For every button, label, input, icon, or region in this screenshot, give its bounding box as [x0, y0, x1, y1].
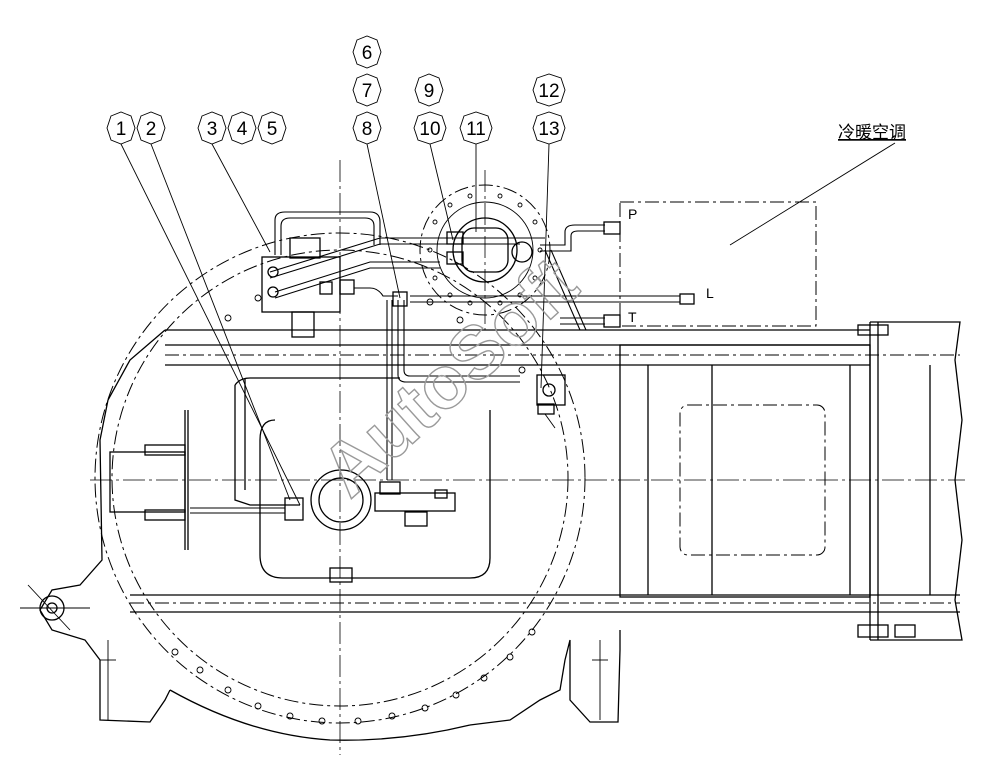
svg-text:9: 9 [424, 81, 435, 102]
svg-text:13: 13 [538, 119, 559, 140]
port-label-p: P [628, 206, 637, 222]
callout-11: 11 [459, 111, 493, 145]
svg-text:2: 2 [146, 119, 157, 140]
hydraulic-lines [269, 221, 695, 480]
callout-10: 10 [413, 111, 447, 145]
callout-12: 12 [532, 73, 566, 107]
svg-text:5: 5 [267, 119, 278, 140]
svg-text:10: 10 [419, 119, 440, 140]
callout-5: 5 [257, 111, 287, 145]
callout-9: 9 [414, 73, 444, 107]
callout-1: 1 [106, 111, 136, 145]
rotary-joint [419, 184, 551, 316]
callout-group: 1 2 3 4 5 6 7 8 [106, 35, 566, 145]
callout-2: 2 [136, 111, 166, 145]
central-housing [190, 377, 491, 583]
svg-text:11: 11 [466, 119, 486, 140]
valve-block [261, 211, 381, 338]
svg-text:1: 1 [116, 119, 127, 140]
callout-8: 8 [352, 111, 382, 145]
svg-text:6: 6 [362, 43, 373, 64]
ac-unit-box: P L T 冷暖空调 [619, 123, 906, 327]
callout-4: 4 [227, 111, 257, 145]
svg-text:4: 4 [237, 119, 248, 140]
callout-3: 3 [197, 111, 227, 145]
port-label-t: T [628, 309, 637, 325]
leader-lines [120, 143, 550, 506]
svg-text:7: 7 [362, 81, 373, 102]
callout-7: 7 [352, 73, 382, 107]
svg-text:3: 3 [207, 119, 218, 140]
port-label-l: L [706, 285, 714, 301]
svg-text:12: 12 [538, 81, 559, 102]
callout-6: 6 [352, 35, 382, 69]
small-valve [536, 374, 566, 429]
ac-unit-label: 冷暖空调 [838, 123, 906, 143]
callout-13: 13 [532, 111, 566, 145]
ac-unit-leader [729, 142, 896, 246]
chassis-outline [20, 321, 963, 741]
svg-text:8: 8 [362, 119, 373, 140]
